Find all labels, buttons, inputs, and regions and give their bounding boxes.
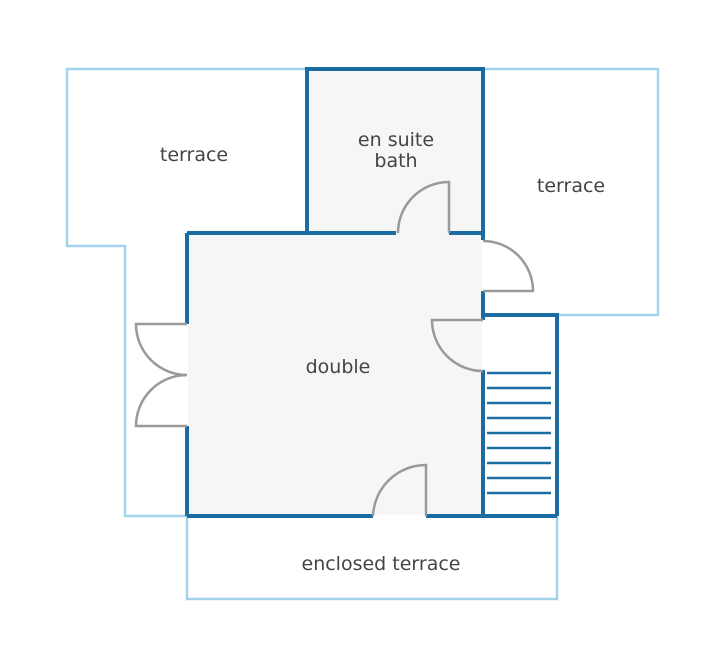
- ensuite-door[interactable]: [396, 180, 451, 234]
- exterior-outline-south: [185, 516, 559, 601]
- exterior-outline-west: [65, 67, 307, 518]
- stairs-icon: [487, 371, 551, 495]
- label-ensuite-line2: bath: [374, 150, 417, 172]
- stair-wall: [483, 313, 559, 516]
- exterior-outline-east: [483, 67, 660, 317]
- stair-door[interactable]: [430, 318, 484, 373]
- door-swing-icon[interactable]: [134, 180, 535, 517]
- terrace-door-east[interactable]: [482, 239, 535, 293]
- double-floor: [188, 234, 482, 515]
- french-door-upper[interactable]: [134, 322, 188, 377]
- label-ensuite-line1: en suite: [358, 129, 434, 151]
- label-double: double: [306, 356, 371, 378]
- enclosed-terrace-door[interactable]: [371, 463, 428, 517]
- ensuite-floor: [308, 70, 482, 234]
- french-door-lower[interactable]: [134, 373, 188, 428]
- ensuite-wall: [305, 67, 485, 233]
- label-terrace-left: terrace: [160, 144, 228, 166]
- label-enclosed-terrace: enclosed terrace: [302, 553, 461, 575]
- label-terrace-right: terrace: [537, 175, 605, 197]
